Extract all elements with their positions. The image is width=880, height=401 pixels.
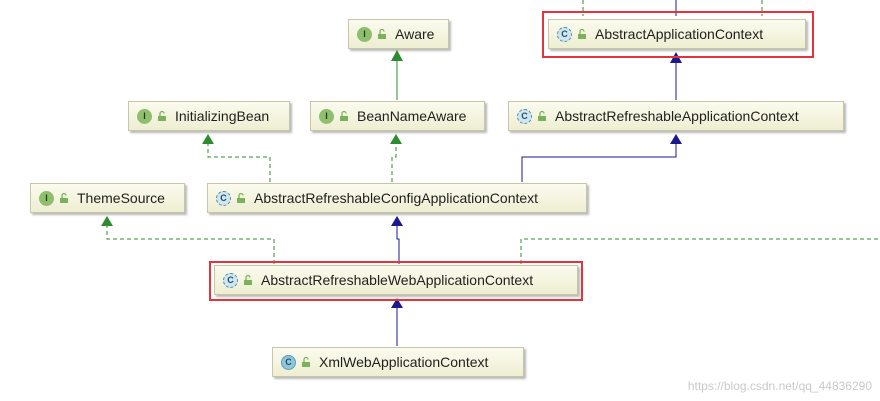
node-abstract-refreshable-config-application-context[interactable]: C AbstractRefreshableConfigApplicationCo… — [207, 183, 587, 213]
unlock-icon — [60, 192, 68, 203]
interface-icon: I — [357, 26, 372, 42]
abstract-class-icon: C — [557, 26, 572, 42]
edge-web-to-config — [396, 225, 400, 264]
unlock-icon — [244, 274, 252, 285]
edge-config-to-refreshable — [521, 143, 677, 182]
interface-icon: I — [39, 190, 54, 206]
arrowhead-bean-name-aware — [390, 134, 402, 144]
interface-icon: I — [319, 108, 334, 124]
arrowhead-abstract-context — [670, 52, 682, 63]
node-aware[interactable]: I Aware — [348, 19, 449, 49]
class-icon: C — [281, 354, 296, 370]
unlock-icon — [237, 192, 245, 203]
unlock-icon — [378, 28, 386, 39]
node-label: AbstractRefreshableApplicationContext — [555, 108, 799, 124]
arrowhead-theme-source — [101, 216, 113, 226]
unlock-icon — [302, 356, 310, 367]
node-bean-name-aware[interactable]: I BeanNameAware — [310, 101, 485, 131]
edge-web-to-offscreen-right — [520, 238, 880, 264]
interface-icon: I — [137, 108, 152, 124]
arrowhead-aware — [391, 50, 403, 61]
abstract-class-icon: C — [223, 272, 238, 288]
edge-web-to-theme-source — [106, 225, 275, 264]
node-label: AbstractRefreshableWebApplicationContext — [261, 272, 534, 288]
node-abstract-application-context[interactable]: C AbstractApplicationContext — [548, 19, 806, 49]
edge-config-to-initializing-bean — [207, 143, 271, 182]
node-xml-web-application-context[interactable]: C XmlWebApplicationContext — [272, 347, 524, 377]
arrowhead-web — [391, 298, 403, 308]
node-label: ThemeSource — [77, 190, 165, 206]
arrowhead-refreshable — [670, 134, 682, 144]
node-abstract-refreshable-web-application-context[interactable]: C AbstractRefreshableWebApplicationConte… — [214, 265, 578, 295]
arrowhead-initializing-bean — [202, 134, 214, 144]
unlock-icon — [158, 110, 166, 121]
abstract-class-icon: C — [216, 190, 231, 206]
unlock-icon — [340, 110, 348, 121]
node-label: AbstractApplicationContext — [595, 26, 764, 42]
edge-config-to-bean-name-aware — [391, 143, 397, 182]
node-label: XmlWebApplicationContext — [319, 354, 489, 370]
arrowhead-config — [391, 216, 403, 226]
abstract-class-icon: C — [517, 108, 532, 124]
node-label: Aware — [395, 26, 435, 42]
unlock-icon — [538, 110, 546, 121]
node-label: InitializingBean — [175, 108, 270, 124]
node-abstract-refreshable-application-context[interactable]: C AbstractRefreshableApplicationContext — [508, 101, 844, 131]
unlock-icon — [578, 28, 586, 39]
watermark-text: https://blog.csdn.net/qq_44836290 — [687, 379, 872, 393]
node-theme-source[interactable]: I ThemeSource — [30, 183, 185, 213]
node-label: BeanNameAware — [357, 108, 467, 124]
node-label: AbstractRefreshableConfigApplicationCont… — [254, 190, 539, 206]
node-initializing-bean[interactable]: I InitializingBean — [128, 101, 290, 131]
